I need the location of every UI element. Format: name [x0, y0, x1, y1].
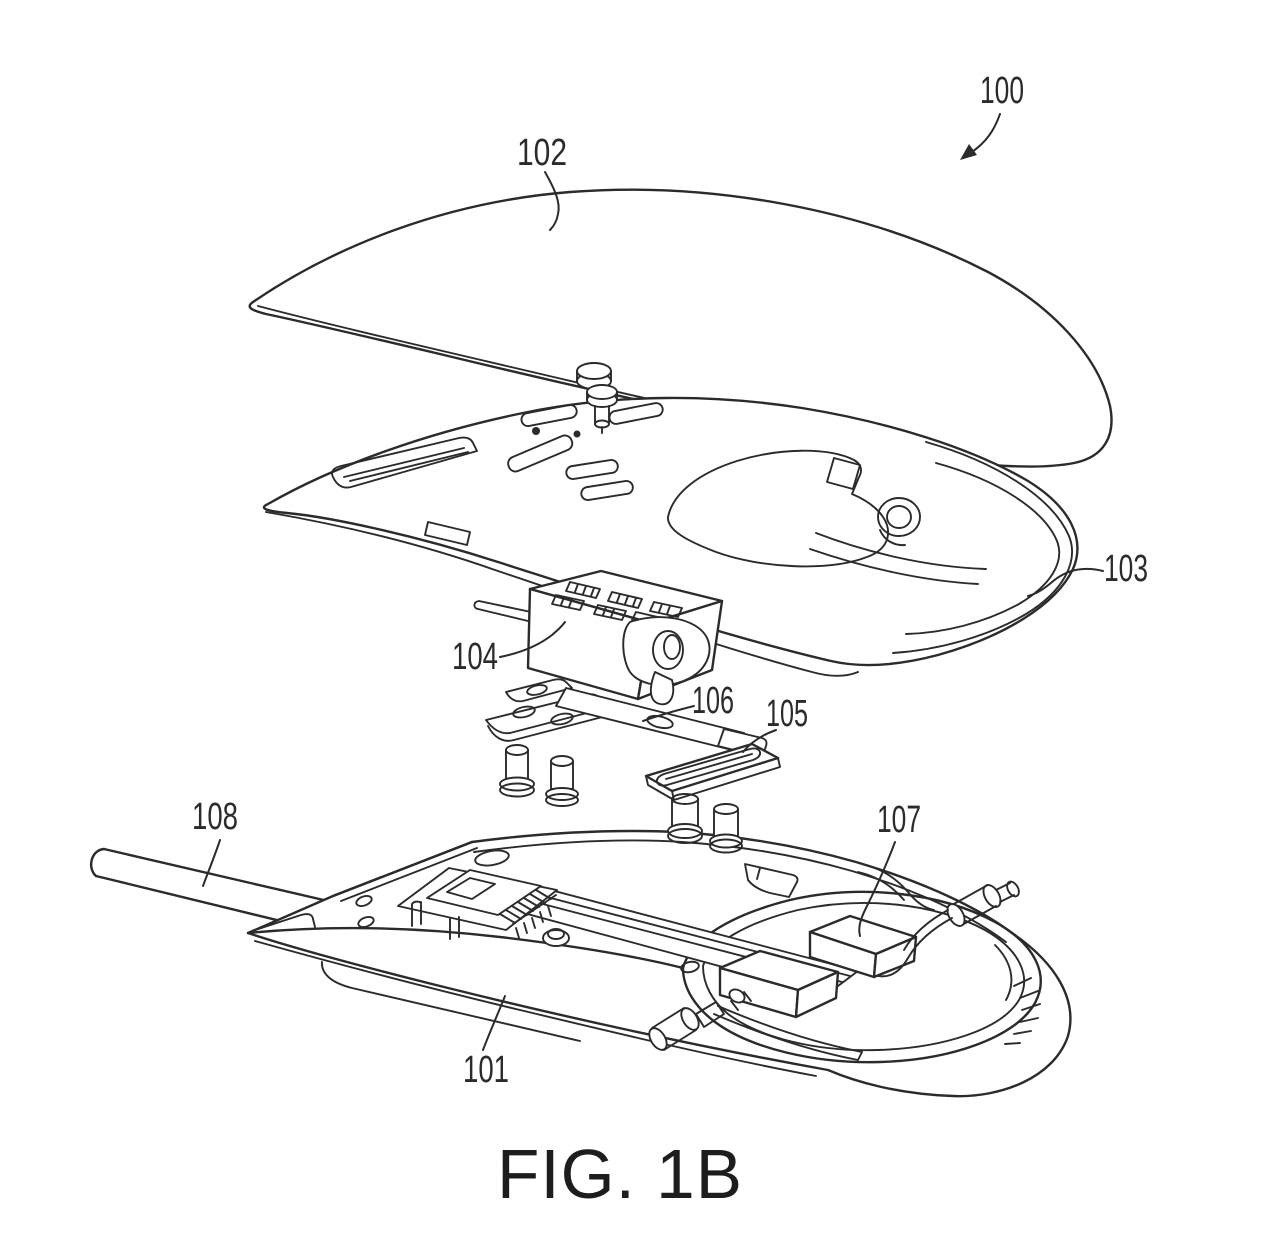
ref-label-100: 100 — [980, 70, 1024, 112]
mounting-screws — [499, 744, 579, 807]
ref-label-106: 106 — [692, 680, 734, 722]
figure-caption: FIG. 1B — [497, 1135, 743, 1213]
wire-connector-right — [857, 863, 1020, 978]
wire-connector-left — [648, 1001, 863, 1061]
leader-104 — [499, 621, 566, 658]
rear-rim-wall — [681, 890, 1042, 1064]
ref-label-102: 102 — [517, 132, 567, 174]
leader-103 — [1027, 567, 1104, 597]
chip-pins — [499, 889, 557, 939]
cam-actuator — [622, 616, 711, 706]
battery-block-left-107 — [718, 949, 840, 1019]
connector-blocks — [551, 581, 683, 627]
ref-label-105: 105 — [766, 693, 808, 735]
switch-assembly-104 — [473, 569, 724, 706]
annotations: 100 102 103 104 106 105 107 108 101 FIG.… — [192, 70, 1148, 1213]
chassis-frame-103 — [262, 362, 1079, 677]
leader-107 — [858, 841, 896, 937]
leader-106 — [642, 705, 695, 722]
standoff-posts — [667, 793, 743, 854]
arrowhead-100 — [960, 144, 977, 160]
leader-105 — [742, 729, 777, 753]
ref-label-108: 108 — [192, 796, 238, 838]
ref-label-101: 101 — [463, 1049, 509, 1091]
ref-label-104: 104 — [452, 636, 498, 678]
slotted-plate-105 — [644, 742, 781, 801]
set-screw-knob — [576, 362, 618, 434]
ref-label-107: 107 — [877, 799, 921, 841]
leader-101 — [482, 995, 506, 1051]
frame-rear-opening — [667, 441, 1073, 654]
arrow-100 — [971, 113, 1001, 153]
circuit-chip — [397, 867, 558, 940]
dome-screw — [542, 929, 570, 947]
frame-slots — [507, 402, 664, 501]
ref-label-103: 103 — [1104, 548, 1148, 590]
leader-102 — [544, 171, 560, 231]
leader-108 — [202, 839, 221, 887]
rim-serrations — [1004, 977, 1041, 1045]
base-shell-assembly-101 — [246, 829, 1072, 1098]
